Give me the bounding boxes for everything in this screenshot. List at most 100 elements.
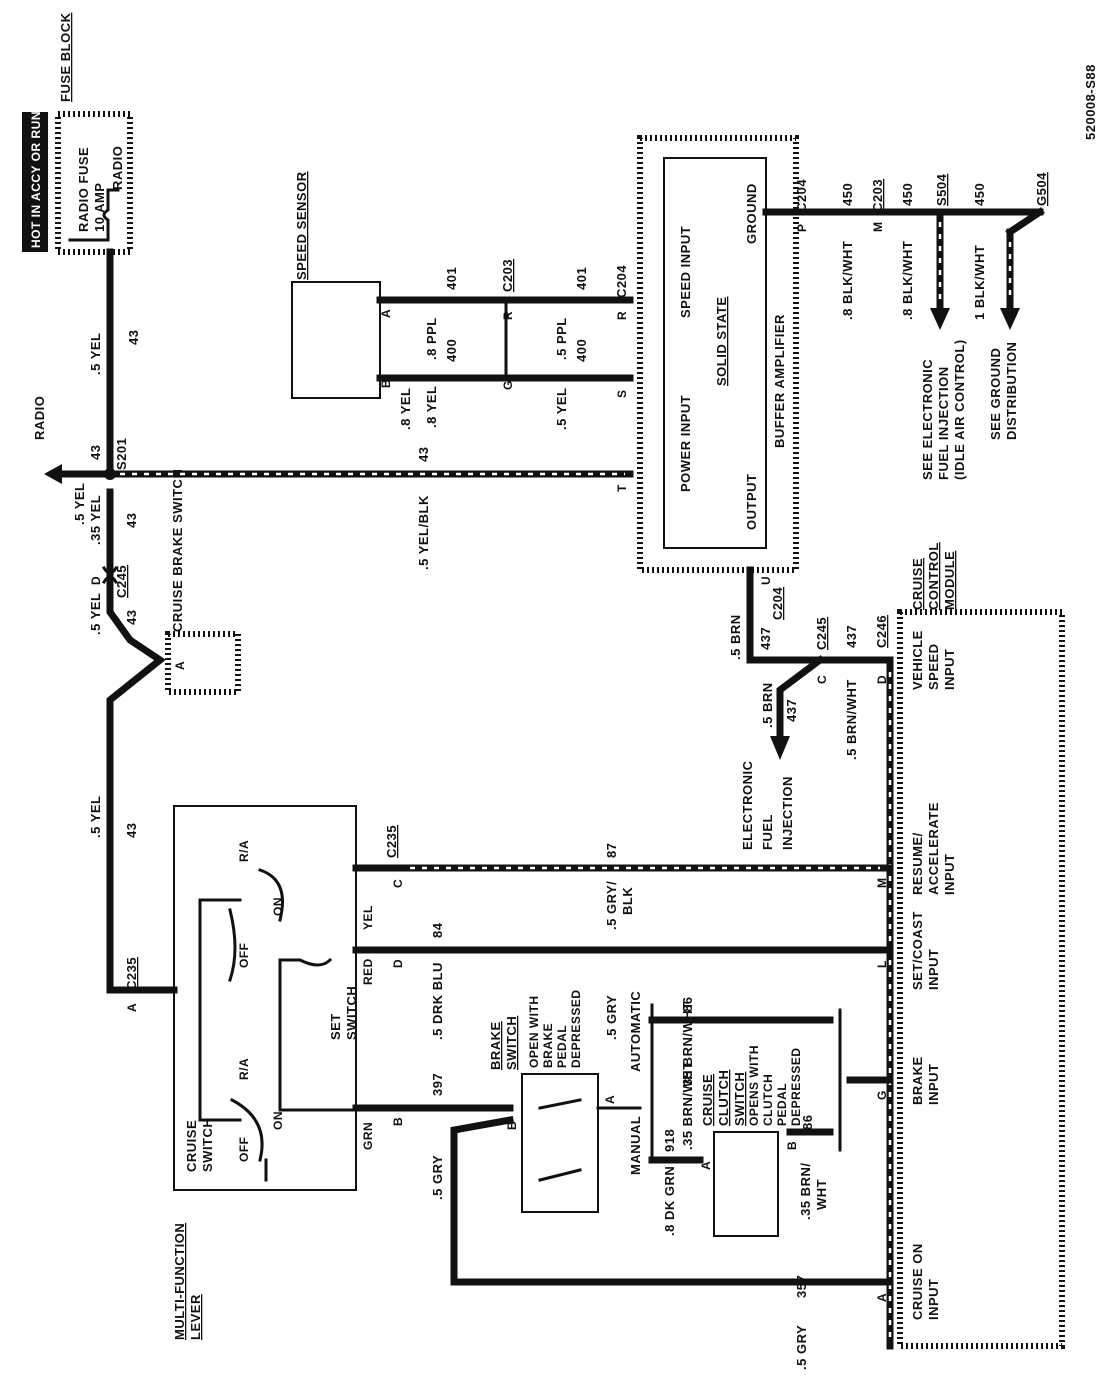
wire-86-1: 86 [680,997,695,1012]
resume-label-2: ACCELERATE [926,802,941,895]
module-label-3: MODULE [942,551,957,610]
hot-note: HOT IN ACCY OR RUN [29,111,43,248]
pin-t-c204: T [615,484,629,492]
power-input-label: POWER INPUT [678,395,693,492]
wire-label-43-4: 43 [124,823,139,838]
vsi-label-3: INPUT [942,649,957,691]
wire-gry-5: .5 GRY [430,1155,445,1200]
vsi-label-1: VEHICLE [910,630,925,690]
clutch-label-2: CLUTCH [716,1070,731,1126]
speed-input-label: SPEED INPUT [678,226,693,318]
wire-label-yel-4: .5 YEL [88,795,103,838]
wire-blkwht-2: .8 BLK/WHT [900,241,915,320]
wire-brn-1: .5 BRN [728,614,743,660]
automatic-label: AUTOMATIC [628,991,643,1072]
pin-l-module: L [875,961,889,968]
module-label-2: CONTROL [926,542,941,610]
wire-label-43-yelblk: 43 [416,447,431,462]
wire-label-yel-2: .5 YEL [72,482,87,525]
set-switch-label-2: SWITCH [344,986,359,1040]
radio-arrow-label: RADIO [32,396,47,440]
output-label: OUTPUT [744,474,759,530]
vsi-label-2: SPEED [926,643,941,690]
cruise-brake-switch-label-1: CRUISE BRAKE SWITCH [170,469,185,632]
clutch-label-1: CRUISE [700,1074,715,1126]
document-id: 520008-S88 [1083,64,1098,140]
cruise-on-label-2: INPUT [926,1279,941,1321]
wire-brn-2: .5 BRN [760,682,775,728]
wire-label-yel-3: .5 YEL [88,592,103,635]
wire-ppl8: .8 PPL [424,317,439,360]
c235-label-1: C235 [124,957,139,990]
wire-label-43-radio: 43 [88,445,103,460]
wires-401-400: 401 400 .8 PPL .8 YEL .8 YEL R G C203 40… [376,259,634,492]
wire-brnwht35-3b: WHT [814,1179,829,1210]
ra-label-1: R/A [237,1058,251,1080]
pin-b-sensor: B [379,379,393,388]
see-ground-1: SEE GROUND [988,348,1003,440]
pin-a-sensor: A [379,309,393,318]
cruise-switch-label-2: SWITCH [200,1118,215,1172]
efi-label-1: ELECTRONIC [740,760,755,850]
wire-dkgrn: .8 DK GRN [662,1166,677,1236]
clutch-note-3: PEDAL [775,1083,789,1126]
pin-a-brake: A [603,1095,617,1104]
pin-c-c235: C [391,879,405,888]
wire-yel-blk: .5 YEL/BLK 43 [106,447,634,570]
c235-label-2: C235 [384,825,399,858]
wire-87-label: 87 [604,843,619,858]
speed-sensor-label: SPEED SENSOR [294,171,309,280]
yel-label: YEL [361,905,375,930]
pin-a-brake-sw: A [173,661,187,670]
multifunction-lever: MULTI-FUNCTION LEVER CRUISE SWITCH SET S… [106,805,375,1340]
wire-blkwht-1: .8 BLK/WHT [840,241,855,320]
fuse-block-label: FUSE BLOCK [58,12,73,102]
wire-blkwht-3: 1 BLK/WHT [972,245,987,320]
c203-label-1: C203 [500,259,515,292]
fuse-rating: 10 AMP [92,183,107,232]
buffer-amp-label: BUFFER AMPLIFIER [772,314,787,448]
wire-87: C C235 87 .5 GRY/ BLK M [352,825,894,930]
off-label-2: OFF [237,943,251,969]
brake-note-4: DEPRESSED [569,989,583,1068]
solid-state-label: SOLID STATE [714,296,729,386]
pin-m-c203: M [871,222,885,232]
brake-input-label-2: INPUT [926,1064,941,1106]
grn-label: GRN [361,1122,375,1150]
cruise-control-module: CRUISE CONTROL MODULE VEHICLE SPEED INPU… [886,542,1065,1350]
pin-g-c203: G [501,381,515,390]
mfl-label-1: MULTI-FUNCTION [172,1223,187,1340]
wire-437: U C204 .5 BRN 437 .5 BRN 437 C C245 437 … [728,566,894,850]
wire-gry-357: .5 GRY [794,1325,809,1370]
wire-drkblu: .5 DRK BLU [430,962,445,1040]
c203-label-2: C203 [870,179,885,212]
wire-label-yel35: .35 YEL [88,495,103,545]
pin-r-c204: R [615,311,629,320]
ground-label: GROUND [744,183,759,244]
see-ground-2: DISTRIBUTION [1004,342,1019,440]
clutch-note-4: DEPRESSED [789,1047,803,1126]
pin-d-c235: D [391,959,405,968]
wire-450-3: 450 [972,183,987,206]
wire-450-2: 450 [900,183,915,206]
pin-b-brake: B [505,1121,519,1130]
cruise-brake-switch: A CRUISE BRAKE SWITCH [165,469,241,695]
mfl-label-2: LEVER [188,1294,203,1340]
connector-c245-feed: D C245 [89,565,129,598]
c245-label-1: C245 [114,565,129,598]
on-label-1: ON [271,1111,285,1130]
wire-357-label: 357 [794,1275,809,1298]
wire-brnwht-5: .5 BRN/WHT [844,679,859,760]
efi-label-2: FUEL [760,814,775,850]
hot-note-box: HOT IN ACCY OR RUN [22,111,48,252]
wire-gry-setcoast: .5 GRY [604,995,619,1040]
fuse-block: FUSE BLOCK RADIO FUSE 10 AMP RADIO [55,12,133,255]
splice-s201: RADIO 43 S201 [32,396,129,484]
radio-fuse-tag: RADIO [110,146,125,190]
c245-label-2: C245 [814,617,829,650]
wire-84-label: 84 [430,922,445,938]
wire-84: D 84 .5 DRK BLU .5 GRY L [352,922,894,1040]
feed-wire-43: .5 YEL 43 .5 YEL .35 YEL 43 .5 YEL 43 .5… [72,248,166,994]
clutch-branch: MANUAL AUTOMATIC 86 .35 BRN/WHT 918 .8 D… [596,991,894,1237]
wire-918: 918 [662,1129,677,1152]
